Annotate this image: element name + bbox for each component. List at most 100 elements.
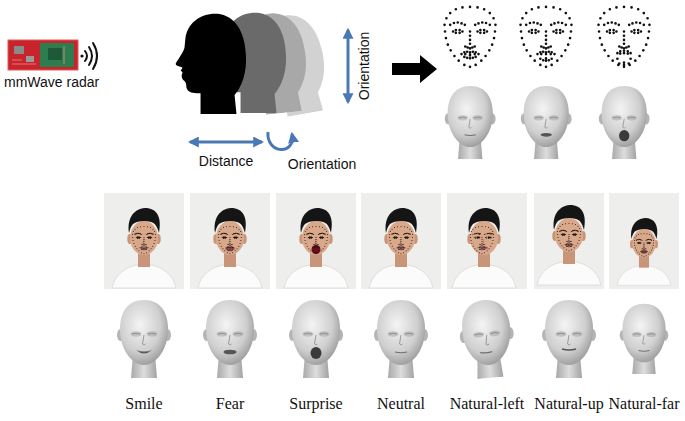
person [284,208,348,288]
device-label: mmWave radar [4,75,99,90]
person [452,208,516,288]
mesh-mouth [619,130,629,141]
landmark-face [445,7,496,67]
photo-background [276,193,356,289]
photo-background [104,193,184,289]
landmark-face [132,226,155,253]
motion-label: Distance [199,154,253,169]
photo-background [361,193,441,289]
face-photo [534,193,604,289]
face-mesh-head [521,86,572,159]
person [369,208,433,288]
face-photo [190,193,270,289]
mesh-mouth [465,134,476,136]
lips [641,251,648,253]
mesh-mouth [224,350,237,355]
expression-label: Natural-up [534,395,603,413]
face-photo [609,193,679,289]
landmark-face [470,226,493,253]
landmark-mouth [462,52,479,59]
lips [565,244,573,247]
face-photo [361,193,441,289]
mesh-mouth [541,133,552,137]
mesh-mouth [136,350,152,354]
expression-label: Surprise [289,395,342,413]
expression-label: Smile [125,395,162,413]
mesh-mouth [639,350,650,352]
expression-label: Neutral [377,395,425,413]
face-mesh [289,300,343,378]
person [112,208,176,288]
face-mesh [457,298,518,380]
wireless-dot [80,54,83,57]
expression-label: Natural-far [608,395,679,413]
face-mesh [117,300,171,378]
face-mesh [521,86,572,159]
face-mesh [374,300,428,378]
landmark-mouth [478,247,486,250]
face-mesh [620,304,669,374]
face-mesh-head [117,300,171,378]
face-mesh-head [203,300,257,378]
landmark-face [304,226,327,253]
motion-label: Orientation [357,32,372,100]
landmark-face [599,7,650,67]
face-mesh [542,300,596,378]
mesh-mouth [480,352,492,354]
photo-background [534,193,604,289]
chip [14,46,24,54]
mesh-mouth [395,351,407,353]
face-photo [104,193,184,289]
distance-arrow [190,141,262,144]
landmark-mouth [565,244,573,247]
chip [26,56,34,62]
wireless-arc [85,51,87,61]
pcb-area [40,43,74,67]
landmark-face [389,226,412,253]
face-mesh-head [620,304,669,374]
landmark-mouth [397,247,405,250]
rotation-arrow [268,132,292,150]
face-mesh-head [374,300,428,378]
landmark-face [634,234,653,257]
wireless-arc [93,43,97,69]
pcb-trace [12,46,64,64]
face-mesh [445,86,496,159]
face-mesh [203,300,257,378]
landmark-face [557,223,580,250]
landmark-face [218,226,241,253]
pcb [8,40,78,70]
face-photo [447,193,527,289]
photo-background [447,193,527,289]
landmark-mouth [617,51,630,65]
expression-label: Natural-left [450,395,525,413]
face-mesh-head [289,300,343,378]
photo-background [609,193,679,289]
landmark-mouth [538,52,555,61]
wireless-symbol [80,43,97,69]
lips [226,247,235,251]
motion-label: Orientation [288,157,356,172]
lips [397,247,405,250]
landmark-mouth [140,247,148,250]
flow-arrow [392,55,437,83]
mesh-mouth [311,347,322,359]
radar-board [8,40,78,70]
orientation-arrow [347,30,350,102]
person [537,205,601,285]
person [617,218,671,285]
head-silhouette [176,14,246,114]
photo-background [190,193,270,289]
face-mesh-head [445,86,496,159]
face-mesh [599,86,650,159]
landmark-mouth [226,247,234,251]
lips [312,245,321,254]
face-mesh-head [599,86,650,159]
landmark-mouth [641,251,647,254]
landmark-pattern [445,7,650,67]
face-mesh-head [542,300,596,378]
lips [139,248,149,250]
